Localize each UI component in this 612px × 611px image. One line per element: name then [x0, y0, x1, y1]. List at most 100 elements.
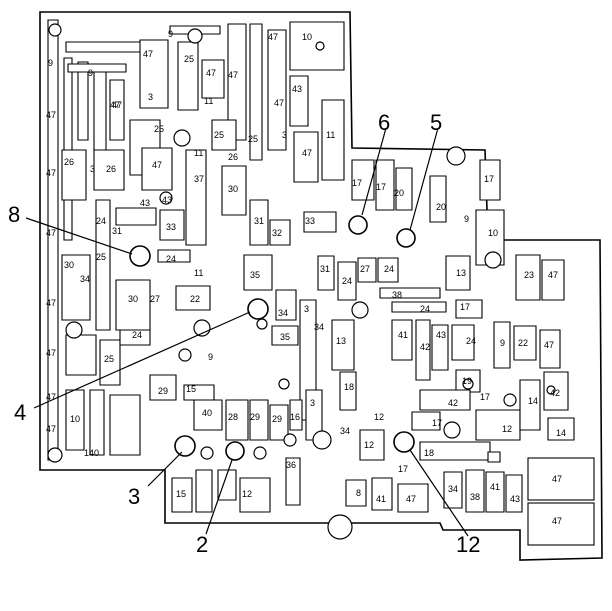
channel-label: 9 [168, 29, 173, 39]
check-ball-4 [247, 298, 269, 320]
channel-label: 11 [204, 96, 213, 106]
channel-label: 24 [96, 216, 106, 226]
channel-label: 42 [550, 388, 560, 398]
channel-label: 12 [502, 424, 512, 434]
callout-4: 4 [14, 400, 26, 425]
channel-label: 29 [158, 386, 168, 396]
channel-label: 47 [552, 516, 562, 526]
channel-label: 11 [326, 130, 335, 140]
channel-label: 26 [228, 152, 238, 162]
channel-label: 25 [214, 130, 224, 140]
channel-label: 47 [110, 100, 120, 110]
channel-label: 30 [228, 184, 238, 194]
channel-label: 13 [456, 268, 466, 278]
channel-label: 22 [190, 294, 200, 304]
channel-label: 20 [436, 202, 446, 212]
channel-label: 140 [84, 448, 99, 458]
channel-label: 47 [302, 148, 312, 158]
channel-label: 24 [384, 264, 394, 274]
channel-label: 24 [466, 336, 476, 346]
channel-label: 9 [464, 214, 469, 224]
channel-label: 12 [374, 412, 384, 422]
channel-label: 3 [310, 398, 315, 408]
check-ball-5 [396, 228, 416, 248]
channel-label: 47 [206, 68, 216, 78]
channel-label: 31 [254, 216, 264, 226]
channel-label: 40 [202, 408, 212, 418]
channel-label: 47 [143, 49, 153, 59]
channel-label: 3 [282, 130, 287, 140]
channel-label: 47 [548, 270, 558, 280]
channel-label: 9 [48, 58, 53, 68]
channel-label: 25 [154, 124, 164, 134]
channel-label: 41 [376, 494, 386, 504]
panel-upper [527, 457, 595, 501]
channel-label: 17 [352, 178, 362, 188]
channel-label: 43 [436, 330, 446, 340]
channel-label: 47 [46, 298, 56, 308]
channel-label: 9 [208, 352, 213, 362]
channel-label: 34 [278, 308, 288, 318]
channel-label: 47 [46, 424, 56, 434]
channel-label: 47 [46, 110, 56, 120]
channel-label: 23 [524, 270, 534, 280]
check-ball-6 [348, 215, 368, 235]
channel-label: 22 [518, 338, 528, 348]
channel-label: 43 [292, 84, 302, 94]
channel-label: 47 [552, 474, 562, 484]
channel-label: 14 [556, 428, 566, 438]
channel-label: 41 [398, 330, 408, 340]
leader-lines [25, 127, 469, 537]
channel-label: 20 [394, 188, 404, 198]
channel-label: 47 [544, 340, 554, 350]
channel-label: 9 [500, 338, 505, 348]
channel-label: 30 [64, 260, 74, 270]
callout-6: 6 [378, 110, 390, 135]
channel-label: 15 [176, 489, 186, 499]
channel-label: 8 [356, 488, 361, 498]
channel-label: 25 [184, 54, 194, 64]
channel-label: 17 [432, 418, 442, 428]
channel-label: 3 [90, 164, 95, 174]
channel-label: 10 [488, 228, 498, 238]
channel-label: 15 [186, 384, 196, 394]
channel-label: 16 [290, 412, 300, 422]
channel-label: 35 [280, 332, 290, 342]
channel-label: 38 [392, 290, 402, 300]
check-ball-2 [225, 441, 245, 461]
channel-label: 3 [304, 304, 309, 314]
channel-label: 43 [510, 494, 520, 504]
channel-label: 43 [140, 198, 150, 208]
channel-label: 34 [448, 484, 458, 494]
channel-label: 47 [406, 494, 416, 504]
channel-label: 43 [162, 195, 172, 205]
channel-label: 47 [46, 168, 56, 178]
check-ball-12 [393, 431, 415, 453]
channel-label: 36 [286, 460, 296, 470]
channel-label: 17 [460, 302, 470, 312]
channel-label: 10 [302, 32, 312, 42]
panel-lower [527, 502, 595, 546]
channel-network [47, 19, 575, 513]
channel-label: 24 [132, 330, 142, 340]
channel-label: 18 [424, 448, 434, 458]
channel-label: 12 [242, 489, 252, 499]
channel-label: 41 [490, 482, 500, 492]
callout-5: 5 [430, 110, 442, 135]
channel-label: 26 [64, 157, 74, 167]
channel-label: 9 [88, 68, 93, 78]
channel-label: 47 [112, 100, 122, 110]
channel-label: 24 [342, 276, 352, 286]
channel-label: 34 [80, 274, 90, 284]
channel-label: 25 [248, 134, 258, 144]
callout-layer: 8 6 5 4 3 2 12 [8, 110, 480, 557]
channel-label: 42 [448, 398, 458, 408]
channel-label: 30 [128, 294, 138, 304]
channel-label: 32 [272, 228, 282, 238]
channel-label: 17 [480, 392, 490, 402]
channel-label: 24 [166, 254, 176, 264]
channel-label: 13 [336, 336, 346, 346]
channel-label: 47 [268, 32, 278, 42]
channel-label: 34 [314, 322, 324, 332]
